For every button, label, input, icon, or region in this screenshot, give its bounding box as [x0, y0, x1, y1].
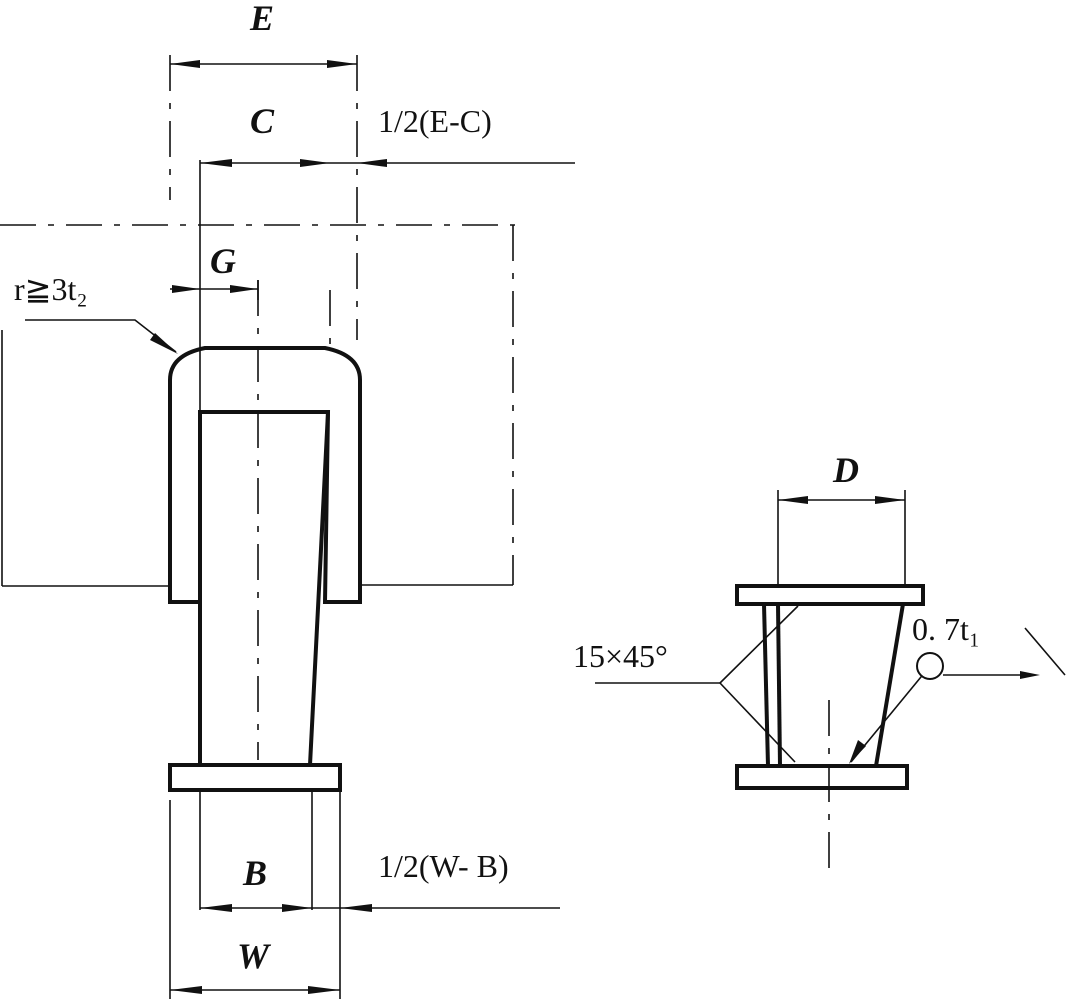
dimension-e: E — [170, 0, 357, 68]
dimension-w: W — [170, 936, 340, 994]
label-c: C — [250, 101, 275, 141]
label-e: E — [249, 0, 274, 38]
label-d: D — [832, 450, 859, 490]
left-section-view: E C 1/2(E-C) G r≧3t₂ — [0, 0, 575, 999]
label-b: B — [242, 853, 267, 893]
dimension-b: B 1/2(W- B) — [200, 848, 560, 912]
chamfer-leader: 15×45° — [573, 605, 799, 763]
label-half-e-c: 1/2(E-C) — [378, 103, 492, 139]
label-radius: r≧3t₂ — [14, 271, 88, 307]
dimension-d: D — [777, 450, 906, 586]
base-flange — [735, 764, 909, 790]
label-weld: 0. 7t₁ — [912, 611, 980, 647]
bottom-flange — [168, 763, 342, 792]
right-detail-view: D 15×45° 0. 7t₁ — [573, 450, 1066, 880]
label-chamfer: 15×45° — [573, 638, 668, 674]
dimension-g: G — [170, 241, 258, 293]
dimension-c: C 1/2(E-C) — [200, 101, 575, 167]
label-g: G — [210, 241, 236, 281]
label-w: W — [237, 936, 272, 976]
extension-lines — [169, 55, 358, 999]
outer-bracket — [168, 346, 362, 604]
plate-outline — [0, 224, 515, 587]
weld-callout: 0. 7t₁ — [849, 611, 1066, 764]
radius-leader: r≧3t₂ — [14, 271, 178, 354]
top-flange — [735, 584, 925, 606]
weld-symbol-icon — [916, 652, 944, 680]
label-half-w-b: 1/2(W- B) — [378, 848, 509, 884]
tapered-web — [198, 411, 330, 766]
